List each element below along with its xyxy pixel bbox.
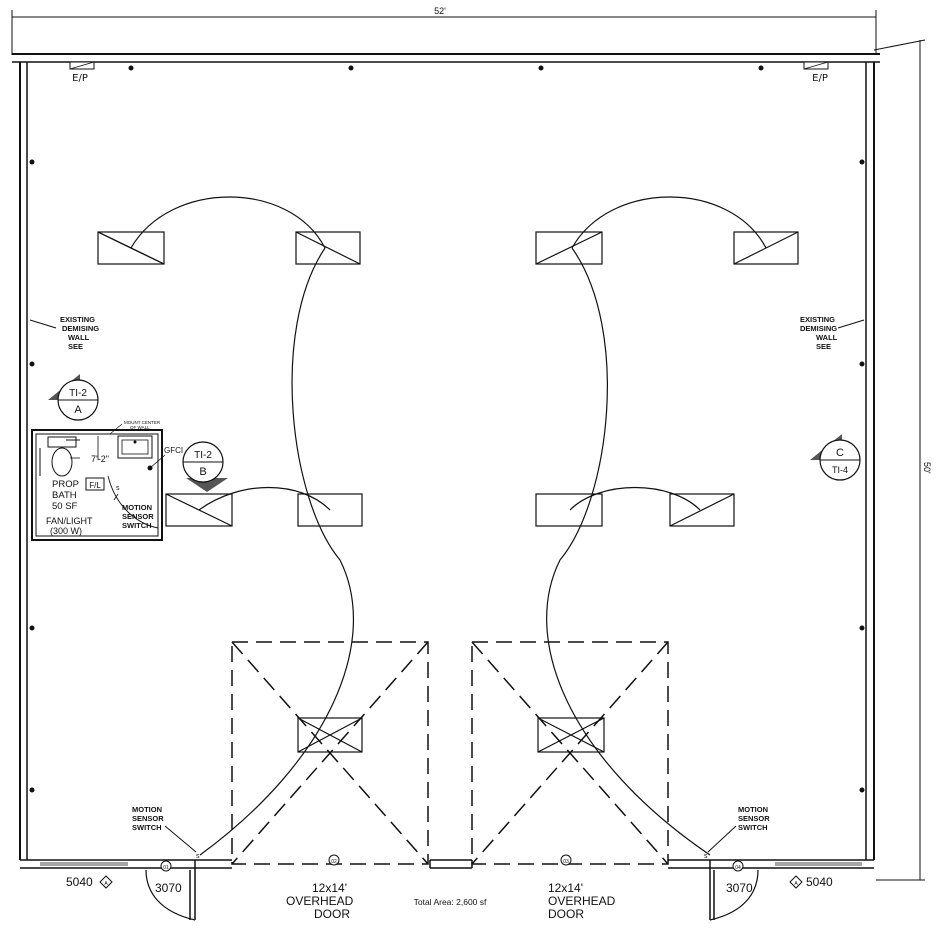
svg-text:FAN/LIGHT: FAN/LIGHT bbox=[46, 516, 93, 526]
motion-sensor-right: MOTION SENSOR SWITCH s bbox=[704, 805, 770, 860]
svg-text:SENSOR: SENSOR bbox=[738, 814, 770, 823]
svg-text:DEMISING: DEMISING bbox=[800, 324, 837, 333]
svg-text:WALL: WALL bbox=[816, 333, 838, 342]
height-dimension-label: 50' bbox=[922, 462, 932, 474]
bathroom: 7'-2" PROP BATH 50 SF FAN/LIGHT (300 W) … bbox=[31, 420, 183, 541]
svg-text:WALL: WALL bbox=[68, 333, 90, 342]
svg-text:TI-2: TI-2 bbox=[69, 388, 87, 399]
svg-text:5040: 5040 bbox=[806, 875, 833, 889]
svg-text:BATH: BATH bbox=[52, 490, 77, 501]
right-dimension: 50' bbox=[873, 39, 932, 881]
svg-text:SEE: SEE bbox=[68, 342, 83, 351]
svg-text:OVERHEAD: OVERHEAD bbox=[548, 894, 616, 908]
svg-text:5040: 5040 bbox=[66, 875, 93, 889]
wall-fixture-dots bbox=[29, 65, 865, 793]
panel-label-right: E/P bbox=[812, 73, 828, 84]
svg-text:SWITCH: SWITCH bbox=[122, 521, 152, 530]
svg-text:TI-2: TI-2 bbox=[194, 450, 212, 461]
gfci-label: GFCI bbox=[164, 446, 183, 455]
switch-symbol: s bbox=[116, 485, 120, 492]
svg-text:50 SF: 50 SF bbox=[52, 501, 78, 512]
switching-arcs bbox=[130, 196, 767, 856]
svg-text:SWITCH: SWITCH bbox=[132, 823, 162, 832]
svg-text:A: A bbox=[104, 881, 108, 887]
man-door-right: 3070 04 bbox=[709, 860, 759, 921]
svg-text:03: 03 bbox=[563, 859, 569, 865]
svg-text:04: 04 bbox=[735, 865, 741, 871]
svg-text:A: A bbox=[74, 404, 82, 416]
man-door-left: 3070 01 bbox=[145, 860, 196, 921]
right-wall-note: EXISTING DEMISING WALL SEE bbox=[800, 315, 865, 351]
svg-text:OVERHEAD: OVERHEAD bbox=[286, 894, 354, 908]
svg-text:SENSOR: SENSOR bbox=[122, 512, 154, 521]
svg-text:PROP: PROP bbox=[52, 479, 79, 490]
top-dimension: 52' bbox=[11, 6, 877, 55]
svg-text:s: s bbox=[196, 853, 200, 860]
svg-text:MOTION: MOTION bbox=[738, 805, 768, 814]
electrical-panel-left: E/P bbox=[69, 61, 95, 84]
left-wall-note: EXISTING DEMISING WALL SEE bbox=[29, 315, 99, 351]
overhead-door-left: 02 12x14' OVERHEAD DOOR bbox=[286, 854, 354, 921]
svg-text:02: 02 bbox=[331, 859, 337, 865]
svg-text:SWITCH: SWITCH bbox=[738, 823, 768, 832]
svg-text:MOUNT CENTER: MOUNT CENTER bbox=[124, 420, 161, 425]
svg-text:12x14': 12x14' bbox=[312, 881, 347, 895]
panel-label-left: E/P bbox=[72, 73, 88, 84]
svg-text:(300 W): (300 W) bbox=[50, 526, 82, 536]
overhead-door-right: 03 12x14' OVERHEAD DOOR bbox=[548, 854, 616, 921]
svg-text:DOOR: DOOR bbox=[548, 907, 584, 921]
svg-text:EXISTING: EXISTING bbox=[800, 315, 835, 324]
window-right: A 5040 bbox=[789, 875, 833, 889]
exterior-walls bbox=[12, 53, 880, 920]
total-area: Total Area: 2,600 sf bbox=[414, 897, 487, 907]
light-fixtures bbox=[97, 231, 799, 753]
svg-text:12x14': 12x14' bbox=[548, 881, 583, 895]
svg-text:DOOR: DOOR bbox=[314, 907, 350, 921]
svg-text:s: s bbox=[704, 853, 708, 860]
electrical-panel-right: E/P bbox=[803, 61, 829, 84]
svg-text:DEMISING: DEMISING bbox=[62, 324, 99, 333]
svg-text:01: 01 bbox=[163, 865, 169, 871]
svg-text:A: A bbox=[794, 881, 798, 887]
section-tag-a: TI-2 A bbox=[48, 374, 99, 421]
svg-text:SENSOR: SENSOR bbox=[132, 814, 164, 823]
window-left: 5040 A bbox=[66, 875, 113, 889]
svg-text:EXISTING: EXISTING bbox=[60, 315, 95, 324]
svg-text:MOTION: MOTION bbox=[122, 503, 152, 512]
svg-text:MOTION: MOTION bbox=[132, 805, 162, 814]
motion-sensor-left: MOTION SENSOR SWITCH s bbox=[132, 805, 200, 860]
svg-text:B: B bbox=[199, 466, 206, 478]
overhead-door-left-outline bbox=[231, 641, 429, 865]
section-tag-b: TI-2 B bbox=[182, 441, 228, 492]
man-door-label-left: 3070 bbox=[155, 881, 182, 895]
overhead-door-right-outline bbox=[471, 641, 669, 865]
svg-text:OF WALL: OF WALL bbox=[130, 425, 150, 430]
bath-dimension: 7'-2" bbox=[91, 454, 109, 464]
svg-text:C: C bbox=[836, 447, 844, 459]
fan-light-symbol: F/L bbox=[89, 481, 101, 490]
svg-text:TI-4: TI-4 bbox=[832, 465, 848, 475]
width-dimension-label: 52' bbox=[434, 6, 446, 16]
section-tag-c: C TI-4 bbox=[810, 434, 861, 481]
man-door-label-right: 3070 bbox=[726, 881, 753, 895]
svg-text:SEE: SEE bbox=[816, 342, 831, 351]
